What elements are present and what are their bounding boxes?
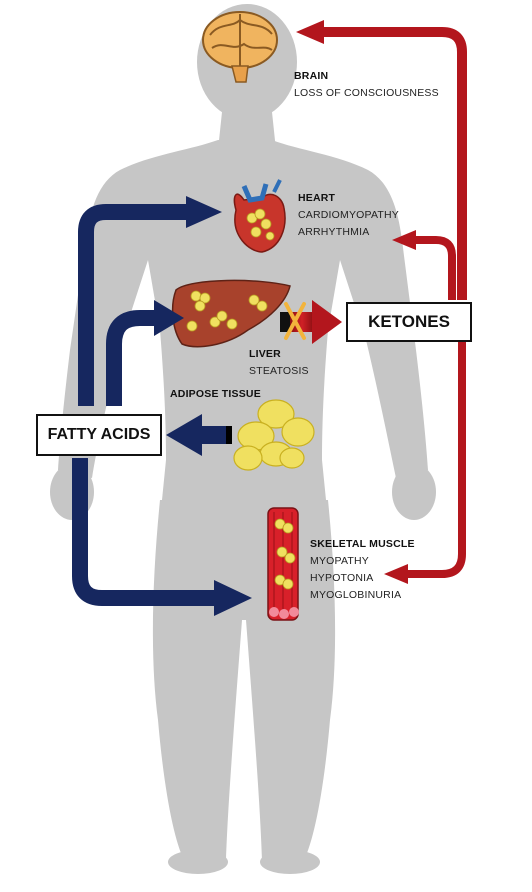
heart-icon (233, 179, 286, 253)
muscle-effect-1: MYOPATHY (310, 555, 369, 567)
fatty-acids-box: FATTY ACIDS (36, 414, 162, 456)
heart-arrowhead (186, 196, 222, 228)
ketones-box-label: KETONES (368, 312, 450, 331)
muscle-title: SKELETAL MUSCLE (310, 538, 415, 550)
adipose-arrowhead (166, 414, 202, 456)
brain-title: BRAIN (294, 70, 329, 82)
liver-ketone-arrowhead (312, 300, 342, 344)
brain-icon (202, 11, 278, 83)
fatty-acids-to-liver-arrow (106, 310, 156, 406)
ketones-to-brain-arrow (322, 27, 467, 300)
adipose-arrow-body (200, 426, 232, 444)
heart-label: HEART CARDIOMYOPATHY ARRHYTHMIA (298, 190, 399, 241)
ketones-to-heart-arrow (414, 236, 456, 300)
skeletal-muscle-icon (267, 507, 299, 621)
liver-ketone-arrow-stub (280, 312, 290, 332)
adipose-label: ADIPOSE TISSUE (170, 386, 261, 403)
muscle-ketone-arrowhead (384, 564, 408, 584)
brain-label: BRAIN LOSS OF CONSCIOUSNESS (294, 68, 439, 102)
ketone-arrows (280, 20, 467, 584)
heart-effect-1: CARDIOMYOPATHY (298, 209, 400, 221)
liver-effect: STEATOSIS (249, 365, 309, 377)
ketones-box: KETONES (346, 302, 472, 342)
heart-ketone-arrowhead (392, 230, 416, 250)
muscle-label: SKELETAL MUSCLE MYOPATHY HYPOTONIA MYOGL… (310, 536, 415, 604)
adipose-title: ADIPOSE TISSUE (170, 388, 261, 400)
heart-title: HEART (298, 192, 336, 204)
fatty-acids-to-heart-arrow (78, 204, 188, 406)
blocked-x-icon (284, 302, 306, 340)
liver-icon (171, 279, 291, 348)
muscle-effect-3: MYOGLOBINURIA (310, 589, 402, 601)
adipose-tissue-icon (233, 399, 315, 471)
fatty-acid-arrows (72, 196, 252, 616)
fatty-acids-to-muscle-arrow (72, 458, 218, 606)
brain-arrowhead (296, 20, 324, 44)
liver-arrowhead (154, 300, 184, 336)
heart-effect-2: ARRHYTHMIA (298, 226, 370, 238)
muscle-arrowhead (214, 580, 252, 616)
liver-label: LIVER STEATOSIS (249, 346, 309, 380)
ketones-to-muscle-arrow (406, 342, 466, 578)
brain-effect: LOSS OF CONSCIOUSNESS (294, 87, 439, 99)
liver-title: LIVER (249, 348, 281, 360)
fatty-acids-box-label: FATTY ACIDS (47, 426, 151, 443)
muscle-effect-2: HYPOTONIA (310, 572, 374, 584)
